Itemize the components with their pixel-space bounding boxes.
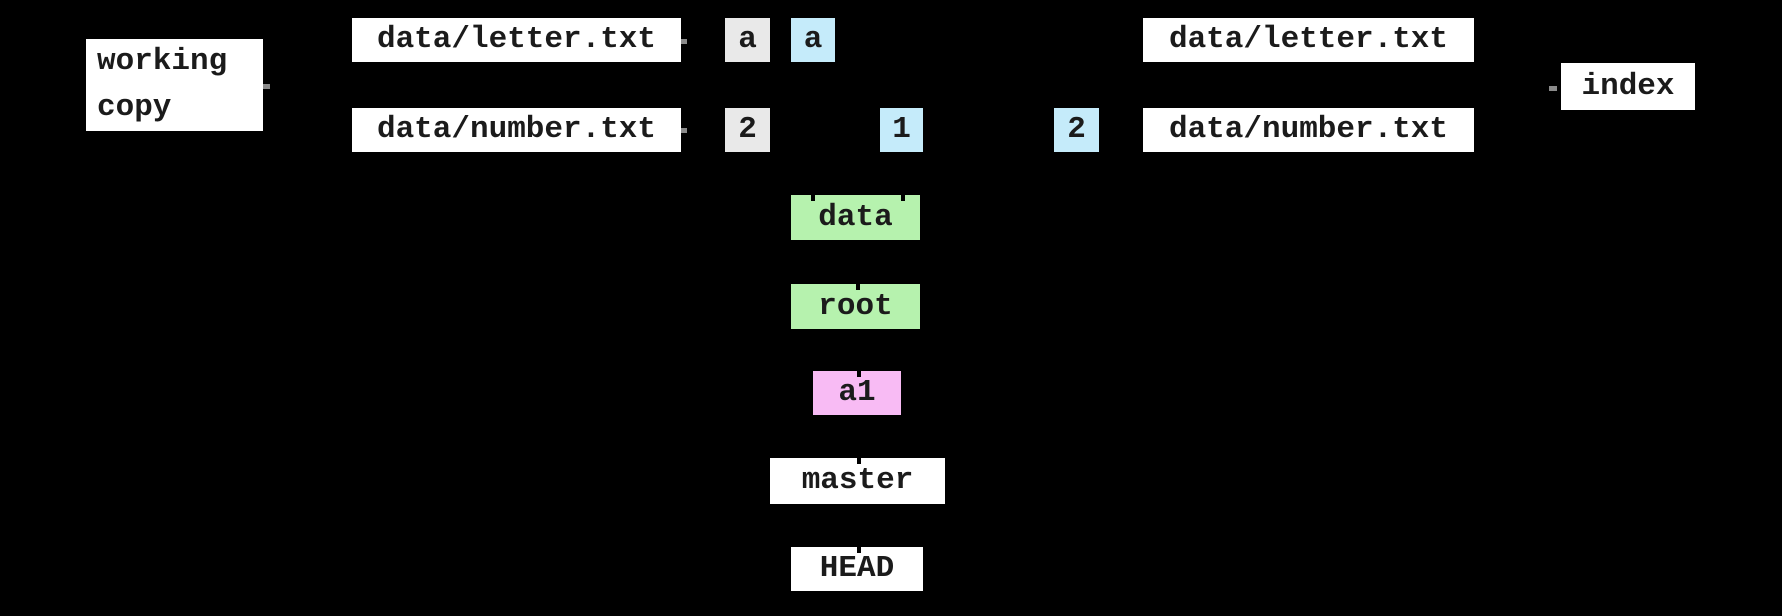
connector-notch — [857, 371, 861, 377]
index-file-letter: data/letter.txt — [1143, 18, 1474, 62]
ref-master: master — [770, 458, 945, 504]
blob-1: 1 — [880, 108, 923, 152]
connector-stub — [681, 128, 687, 133]
working-copy-label: working copy — [86, 39, 263, 131]
connector-notch — [857, 458, 861, 464]
connector-stub — [263, 84, 270, 89]
index-file-number: data/number.txt — [1143, 108, 1474, 152]
connector-notch — [901, 195, 905, 201]
blob-2: 2 — [1054, 108, 1099, 152]
connector-stub — [1549, 86, 1557, 91]
commit-a1: a1 — [813, 371, 901, 415]
ref-head: HEAD — [791, 547, 923, 591]
tree-root: root — [791, 284, 920, 329]
index-label: index — [1561, 63, 1695, 110]
blob-a: a — [791, 18, 835, 62]
connector-notch — [856, 284, 860, 290]
stale-blob-2: 2 — [725, 108, 770, 152]
tree-data: data — [791, 195, 920, 240]
connector-notch — [857, 547, 861, 553]
working-copy-file-number: data/number.txt — [352, 108, 681, 152]
connector-notch — [811, 195, 815, 201]
connector-stub — [681, 39, 687, 44]
working-copy-file-letter: data/letter.txt — [352, 18, 681, 62]
stale-blob-a: a — [725, 18, 770, 62]
